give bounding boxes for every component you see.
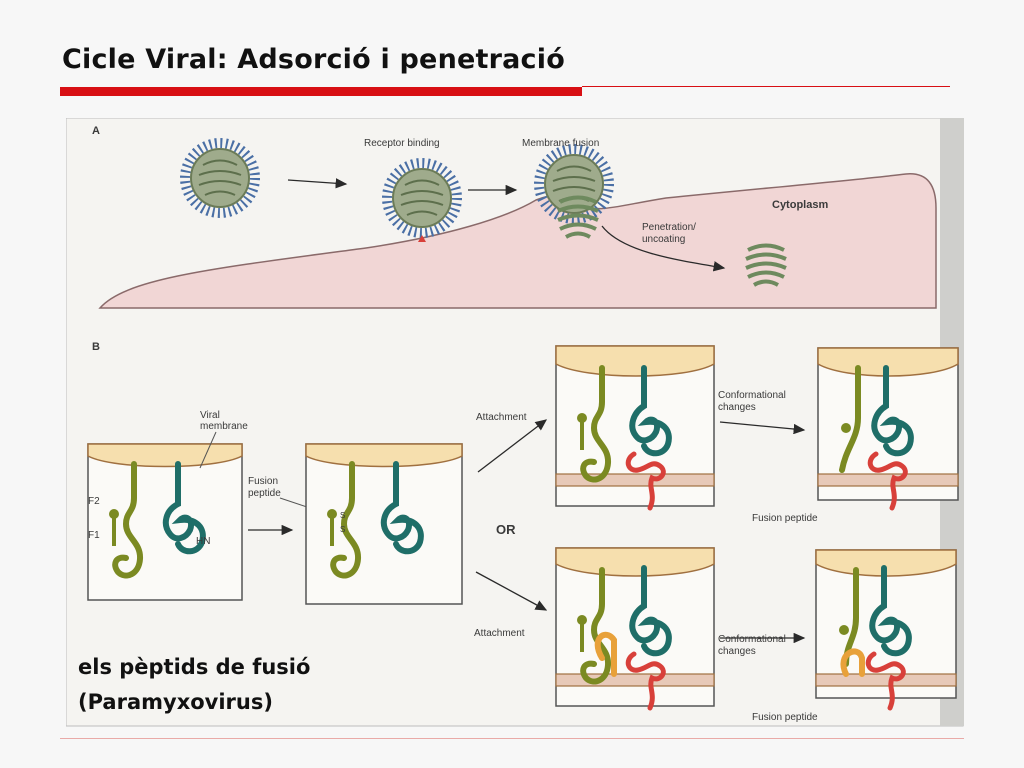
box-initial xyxy=(87,443,243,601)
label-fusion-peptide-bottom: Fusion peptide xyxy=(752,712,818,723)
viral-membrane xyxy=(87,443,243,468)
page-title: Cicle Viral: Adsorció i penetració xyxy=(62,44,565,75)
label-attachment-top: Attachment xyxy=(476,412,527,423)
label-fusion-peptide-1: Fusion xyxy=(248,476,278,487)
label-penetration-1: Penetration/ xyxy=(642,222,696,233)
footer-rule xyxy=(60,738,964,739)
panel-a-label: A xyxy=(92,125,100,137)
label-f2: F2 xyxy=(88,496,100,507)
label-fusion-peptide-2: peptide xyxy=(248,488,281,499)
label-conf-bottom-1: Conformational xyxy=(718,634,786,645)
viral-cycle-figure: A Receptor binding Membrane fusion Cytop… xyxy=(66,118,964,727)
penetration-arrow xyxy=(601,225,726,272)
label-hn: HN xyxy=(196,536,210,547)
panel-b-label: B xyxy=(92,341,100,353)
label-viral-1: Viral xyxy=(200,410,220,421)
caption-line-2: (Paramyxovirus) xyxy=(78,690,273,714)
label-membrane-fusion: Membrane fusion xyxy=(522,138,599,149)
receptor-mark xyxy=(418,235,426,242)
label-receptor-binding: Receptor binding xyxy=(364,138,440,149)
title-rule xyxy=(582,86,950,87)
box-attachment-top xyxy=(555,345,715,508)
label-or: OR xyxy=(496,522,516,537)
caption-line-1: els pèptids de fusió xyxy=(78,655,311,679)
label-conf-top-1: Conformational xyxy=(718,390,786,401)
box-conformational-bottom xyxy=(815,549,957,708)
label-f1: F1 xyxy=(88,530,100,541)
label-conf-bottom-2: changes xyxy=(718,646,756,657)
label-conf-top-2: changes xyxy=(718,402,756,413)
slide-caption: els pèptids de fusió (Paramyxovirus) xyxy=(78,650,310,720)
label-attachment-bottom: Attachment xyxy=(474,628,525,639)
disulfide-s2: S xyxy=(340,525,345,534)
box-attachment-bottom xyxy=(555,547,715,708)
title-underline xyxy=(60,87,582,96)
box-conformational-top xyxy=(817,347,959,508)
orange-fusion-peptide xyxy=(594,631,617,677)
leader-viral-membrane xyxy=(199,431,217,469)
label-viral-2: membrane xyxy=(200,421,248,432)
label-penetration-2: uncoating xyxy=(642,234,685,245)
label-fusion-peptide-top: Fusion peptide xyxy=(752,513,818,524)
label-cytoplasm: Cytoplasm xyxy=(772,199,828,211)
disulfide-s1: S xyxy=(340,511,345,520)
box-cleaved: S S xyxy=(305,443,463,605)
